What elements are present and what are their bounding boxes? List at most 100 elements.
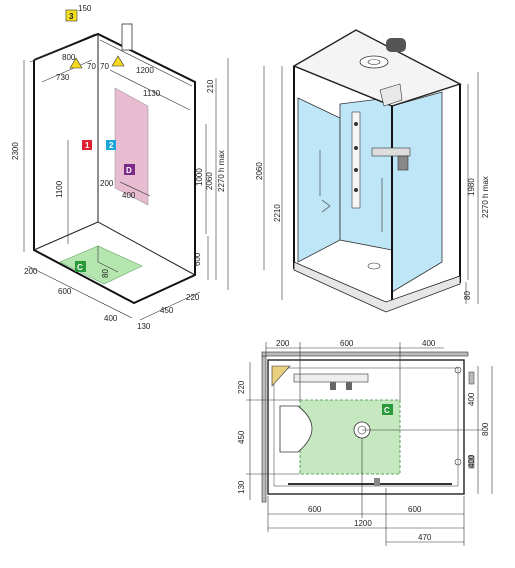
- dim-right-400b: 400: [467, 454, 476, 468]
- dim-bottom-600a: 600: [308, 505, 322, 514]
- glass-door-panel: [391, 91, 443, 293]
- tray-inner: [273, 367, 459, 487]
- marker-1: [82, 140, 92, 150]
- marker-2: [106, 140, 116, 150]
- side-wall: [261, 355, 267, 503]
- marker-D-label: D: [126, 166, 132, 175]
- shower-column: [293, 373, 369, 383]
- marker-D: [124, 164, 135, 175]
- cabin-3d-view: 2060 2210 1980 2270 h max 80: [255, 29, 490, 313]
- dim-bottom-1200: 1200: [354, 519, 372, 528]
- dim-730: 730: [56, 73, 70, 82]
- marker-3-label: 3: [69, 12, 74, 21]
- folding-seat: [279, 405, 313, 453]
- dim-top-200: 200: [276, 339, 290, 348]
- warning-icon: [69, 57, 83, 69]
- dim-1980: 1980: [467, 178, 476, 196]
- dim-top-400: 400: [422, 339, 436, 348]
- installation-wall-view: 150 800 730 70 70 1200 1130 210 2300 110…: [11, 4, 229, 331]
- dim-line-200-400: [119, 181, 151, 197]
- mixer: [330, 382, 336, 390]
- dim-line-800: [29, 33, 96, 63]
- shower-column: [351, 111, 361, 209]
- dim-line-1200: [99, 39, 193, 87]
- dim-450: 450: [160, 306, 174, 315]
- dim-2210: 2210: [273, 204, 282, 222]
- jet-icon: [354, 168, 358, 172]
- dim-2060: 2060: [205, 172, 214, 190]
- dim-2270: 2270 h max: [217, 150, 226, 192]
- dim-200: 200: [100, 179, 114, 188]
- roof-light: [379, 83, 403, 107]
- dim-2300: 2300: [11, 142, 20, 160]
- back-wall: [261, 351, 469, 357]
- dim-210: 210: [206, 79, 215, 93]
- dim-400b: 400: [104, 314, 118, 323]
- dim-600v: 600: [193, 252, 202, 266]
- door-handle: [374, 478, 380, 486]
- drain-zone-box: [97, 246, 119, 273]
- marker-2-label: 2: [109, 141, 114, 150]
- drain: [367, 262, 381, 270]
- marker-3: [65, 9, 78, 22]
- dim-line-floor-side: [139, 291, 201, 321]
- dim-80: 80: [463, 291, 472, 300]
- jet-icon: [354, 122, 358, 126]
- dim-left-220: 220: [237, 380, 246, 394]
- marker-C: [382, 404, 393, 415]
- dim-600b: 600: [58, 287, 72, 296]
- wall-bracket: [468, 455, 475, 469]
- seat: [321, 199, 331, 213]
- dim-80: 80: [101, 269, 110, 278]
- rain-shower-head: [359, 55, 389, 69]
- dim-right-800: 800: [481, 422, 490, 436]
- dim-1200: 1200: [136, 66, 154, 75]
- wall-bracket: [468, 371, 475, 385]
- mixer: [397, 155, 409, 171]
- dim-1100: 1100: [55, 180, 64, 198]
- cabin-top-edge: [293, 65, 393, 107]
- marker-C: [75, 261, 86, 272]
- dim-bottom-600b: 600: [408, 505, 422, 514]
- control-panel: [371, 147, 411, 157]
- dim-bottom-470: 470: [418, 533, 432, 542]
- hinge: [454, 458, 462, 466]
- dim-line-1130: [109, 69, 191, 111]
- dim-800: 800: [62, 53, 76, 62]
- dim-130: 130: [137, 322, 151, 331]
- plan-view: C 200 600 400 220 450 130 400 400 800 60…: [237, 339, 493, 546]
- dim-200b: 200: [24, 267, 38, 276]
- dim-top-600: 600: [340, 339, 354, 348]
- marker-1-label: 1: [85, 141, 90, 150]
- glass-side-panel: [297, 97, 341, 263]
- warning-icon: [111, 55, 125, 67]
- dim-right-400a: 400: [467, 392, 476, 406]
- dim-left-450: 450: [237, 430, 246, 444]
- marker-C-label: C: [77, 263, 83, 272]
- roof-speaker: [386, 38, 406, 52]
- marker-C-label: C: [384, 406, 390, 415]
- drain-zone: [59, 245, 143, 285]
- hinge: [454, 366, 462, 374]
- shower-tray-rim: [293, 261, 461, 313]
- diverter: [346, 382, 352, 390]
- outlet-zone: [114, 87, 149, 206]
- riser-pipe: [121, 23, 133, 51]
- dim-70a: 70: [87, 62, 96, 71]
- dim-1130: 1130: [143, 89, 161, 98]
- dim-left-130: 130: [237, 480, 246, 494]
- dim-2270: 2270 h max: [481, 176, 490, 218]
- dim-150: 150: [78, 4, 92, 13]
- floor-edge: [33, 221, 99, 251]
- dim-1000: 1000: [195, 168, 204, 186]
- dim-220: 220: [186, 293, 200, 302]
- dim-70b: 70: [100, 62, 109, 71]
- dim-400: 400: [122, 191, 136, 200]
- jet-icon: [354, 188, 358, 192]
- dim-line-floor-front: [27, 265, 133, 319]
- corner-shelf: [271, 365, 291, 387]
- jet-icon: [354, 146, 358, 150]
- dim-2060: 2060: [255, 162, 264, 180]
- dim-line-730: [41, 59, 93, 83]
